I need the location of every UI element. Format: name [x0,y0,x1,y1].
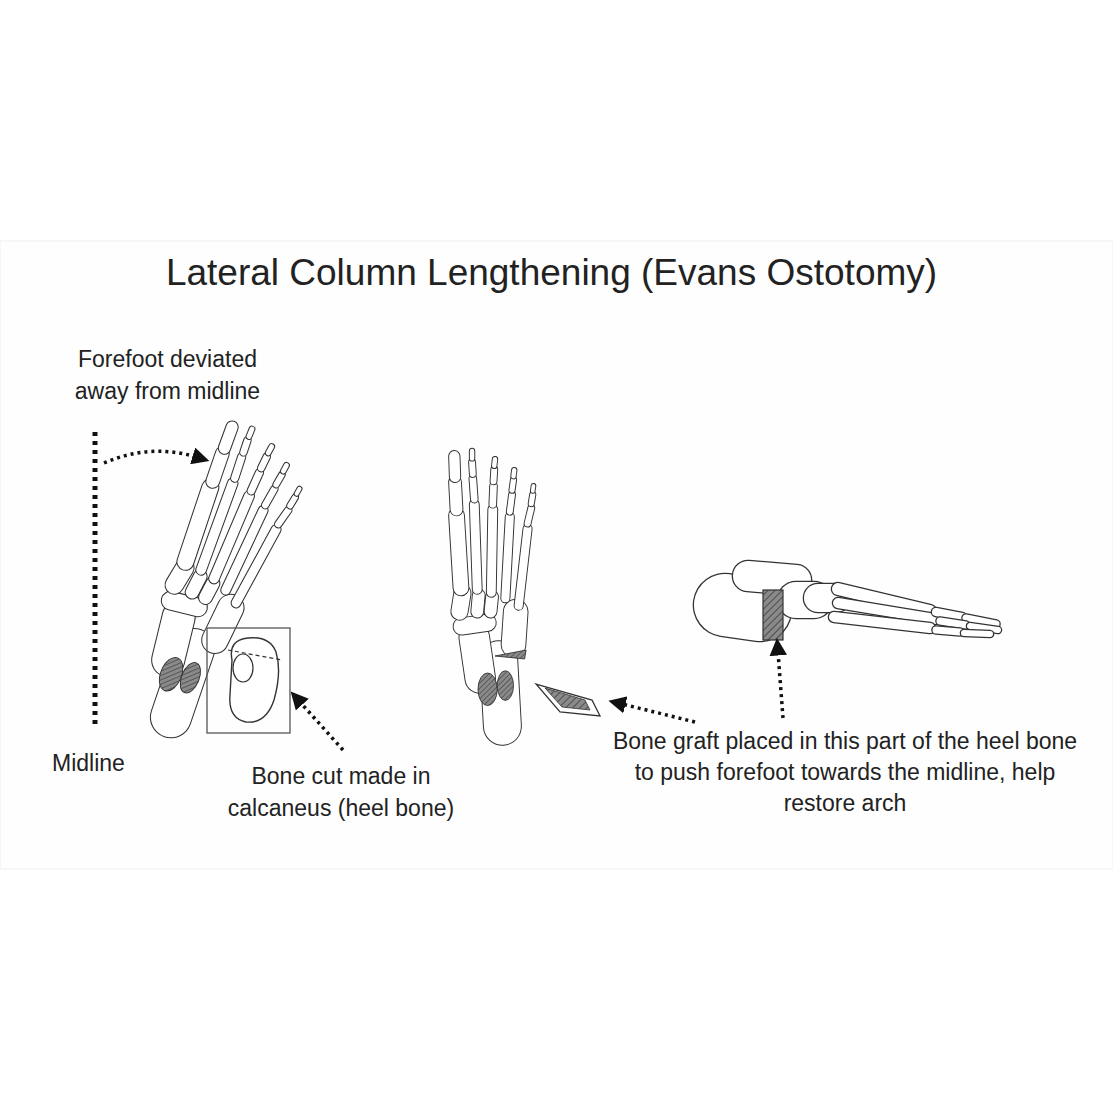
text-holder: Lateral Column Lengthening (Evans Ostoto… [0,250,1108,296]
annotation-label: Bone graft placed in this part of the he… [610,726,1080,819]
annotation-label: Bone cut made in calcaneus (heel bone) [202,760,480,824]
dorsal-foot [454,451,533,726]
graft-wedge [536,684,600,716]
panel [0,241,1113,869]
graft-site-arrow [778,652,783,718]
annotation-label: Forefoot deviated away from midline [50,343,285,407]
lateral-foot [725,576,998,640]
text-holder: Bone graft placed in this part of the he… [610,726,1080,819]
deviation-arrow [104,451,196,463]
cut-arrow [300,702,343,750]
title: Lateral Column Lengthening (Evans Ostoto… [0,250,1108,296]
text-holder: Bone cut made in calcaneus (heel bone) [202,760,480,824]
graft-arrow [622,704,695,722]
text-holder: Midline [52,748,162,778]
text-holder: Forefoot deviated away from midline [50,343,285,407]
foot-skeletons [123,422,998,730]
inset-box [207,628,290,733]
annotation-label: Midline [52,748,162,778]
midline [93,432,98,725]
dorsal-foot [123,422,314,730]
inset-calcaneus [228,638,282,722]
